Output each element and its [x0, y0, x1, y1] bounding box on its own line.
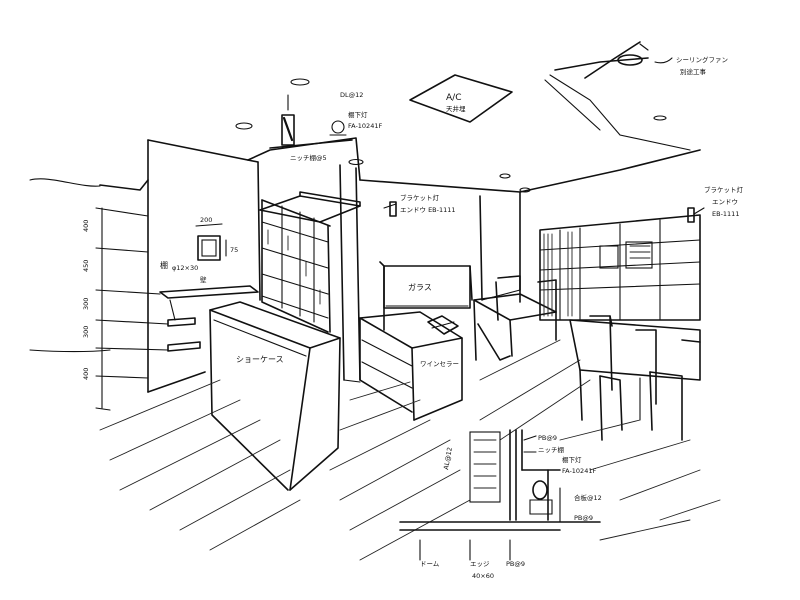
detail-pb-bottom: PB@9 — [574, 514, 593, 522]
detail-edge: エッジ — [470, 560, 490, 568]
glass-partition: ガラス — [379, 261, 473, 331]
ceiling-fan-label: シーリングファン — [676, 55, 728, 64]
ac-sublabel: 天井埋 — [446, 104, 466, 113]
ceiling-downlights — [235, 78, 667, 193]
dimension-5: 400 — [82, 368, 90, 380]
left-dimension-chain: 400 450 300 300 400 — [29, 207, 169, 411]
downlight-left-label: DL@12 — [340, 91, 363, 99]
section-detail: PB@9 ニッチ棚 棚下灯 FA-10241F 合板@12 PB@9 AL@12… — [399, 429, 602, 580]
detail-light-model: FA-10241F — [562, 467, 596, 475]
bracket-light-model: エンドウ EB-1111 — [400, 206, 456, 214]
showcase: ショーケース — [209, 301, 341, 491]
dimension-4: 300 — [82, 326, 90, 338]
wine-counter: ワインセラー — [359, 311, 463, 421]
detail-pb-top: PB@9 — [538, 434, 557, 442]
bracket-right-maker: エンドウ — [712, 198, 738, 206]
upper-left-fixture: DL@12 棚下灯 FA-10241F ニッチ棚@5 — [269, 91, 382, 162]
dimension-1: 400 — [82, 220, 90, 232]
ceiling-fan-note: 別途工事 — [680, 67, 707, 76]
display-shelving — [259, 191, 361, 333]
detail-plywood: 合板@12 — [574, 493, 602, 502]
wine-counter-label: ワインセラー — [420, 360, 459, 368]
ceiling-fan: シーリングファン 別途工事 — [554, 41, 728, 79]
foreground-dining — [569, 315, 701, 441]
ac-ceiling-panel: A/C 天井埋 — [409, 74, 513, 123]
window-partition: ブラケット灯 エンドウ EB-1111 — [539, 185, 744, 321]
central-column: ブラケット灯 エンドウ EB-1111 — [339, 164, 456, 383]
dining-tables — [473, 275, 557, 361]
detail-al: AL@12 — [442, 446, 454, 470]
left-partition: 200 75 棚 φ12×30 壁 — [147, 139, 261, 393]
ac-label: A/C — [446, 93, 461, 103]
niche-size-label: φ12×30 — [172, 264, 198, 272]
floor-boards — [99, 339, 721, 561]
ceiling-lines — [29, 74, 701, 193]
fixture-left-model: FA-10241F — [348, 122, 382, 130]
detail-under-light: 棚下灯 — [562, 455, 582, 464]
bracket-light-label: ブラケット灯 — [400, 193, 440, 202]
dimension-2: 450 — [82, 260, 90, 272]
glass-label: ガラス — [408, 282, 432, 292]
niche-wall-label: 壁 — [200, 275, 207, 284]
detail-pb-base: PB@9 — [506, 560, 525, 568]
niche-width-label: 200 — [200, 216, 212, 224]
detail-dome: ドーム — [420, 560, 440, 568]
shelf-left-label: ニッチ棚@5 — [290, 153, 327, 162]
bracket-right-label: ブラケット灯 — [704, 185, 744, 194]
detail-niche-shelf: ニッチ棚 — [538, 445, 565, 454]
fixture-left-label: 棚下灯 — [348, 110, 368, 119]
bracket-right-model: EB-1111 — [712, 210, 739, 218]
dimension-3: 300 — [82, 298, 90, 310]
detail-edge-size: 40×60 — [472, 572, 494, 580]
showcase-label: ショーケース — [236, 355, 284, 364]
niche-shelf-label: 棚 — [160, 260, 168, 270]
back-wall — [479, 191, 521, 301]
niche-side-label: 75 — [230, 246, 238, 254]
